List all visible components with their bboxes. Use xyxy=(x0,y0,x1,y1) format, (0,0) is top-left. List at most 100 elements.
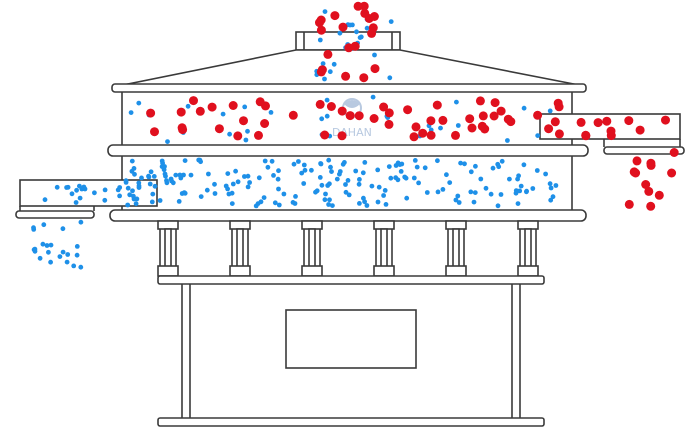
fine-particle xyxy=(185,103,191,109)
fine-particle xyxy=(31,225,36,231)
fine-particle xyxy=(74,252,80,258)
coarse-particle xyxy=(364,14,374,23)
fine-particle xyxy=(324,113,330,119)
coarse-particle xyxy=(644,186,654,196)
fine-particle xyxy=(507,176,512,182)
fine-particle xyxy=(123,178,129,184)
lower-frame xyxy=(15,156,587,222)
base-plate xyxy=(157,275,545,285)
fine-particle xyxy=(301,162,307,168)
fine-particle xyxy=(422,165,428,171)
coarse-particle xyxy=(544,124,554,134)
fine-particle xyxy=(212,181,217,187)
coarse-particle xyxy=(593,118,603,128)
coarse-particle xyxy=(350,41,360,51)
fine-particle xyxy=(139,175,144,181)
fine-particle xyxy=(102,187,108,193)
coarse-particles xyxy=(146,1,679,211)
fine-particle xyxy=(146,173,151,179)
fine-particle xyxy=(48,242,54,248)
coarse-particle xyxy=(550,117,560,127)
fine-particle xyxy=(548,185,554,191)
fine-particle xyxy=(386,164,392,170)
fine-particle xyxy=(220,111,226,117)
fine-particle xyxy=(317,37,323,43)
fine-particle xyxy=(343,189,349,195)
fine-particle xyxy=(376,184,382,190)
fine-particle xyxy=(42,197,48,203)
coarse-particle xyxy=(478,111,488,121)
fine-particle xyxy=(65,184,71,190)
fine-particle xyxy=(125,185,131,191)
fine-particle xyxy=(356,181,362,187)
coarse-particle xyxy=(354,111,364,121)
fine-particle xyxy=(150,191,156,197)
coarse-particle xyxy=(370,64,380,74)
coarse-particle xyxy=(353,1,363,11)
fine-particle xyxy=(364,25,370,31)
fine-particle xyxy=(524,189,529,195)
fine-particle xyxy=(181,190,187,196)
fine-particle xyxy=(256,175,262,181)
fine-particle xyxy=(440,187,446,192)
coarse-particle xyxy=(602,116,612,126)
fine-particle xyxy=(403,175,409,181)
fine-particle xyxy=(92,190,97,196)
fine-particle xyxy=(472,190,478,196)
fine-particle xyxy=(127,192,133,198)
coarse-particle xyxy=(581,131,591,141)
fine-particle xyxy=(357,177,362,182)
coarse-particle xyxy=(341,71,351,81)
fine-particle xyxy=(276,186,281,192)
coarse-particle xyxy=(635,125,645,135)
fine-particle xyxy=(60,226,66,232)
fine-particle xyxy=(412,158,418,163)
coarse-particle xyxy=(554,129,564,139)
fine-particle xyxy=(242,104,248,110)
fine-particle xyxy=(319,116,325,122)
fine-particle xyxy=(152,183,158,189)
fine-particle xyxy=(230,181,236,187)
fine-particle xyxy=(69,191,75,197)
fine-particle xyxy=(229,201,235,207)
fine-particle xyxy=(73,200,79,205)
fine-particle xyxy=(473,163,478,169)
fine-particle xyxy=(46,249,51,255)
fine-particle xyxy=(381,193,386,198)
fine-particle xyxy=(57,254,63,259)
fine-particle xyxy=(340,161,346,167)
coarse-particle xyxy=(465,114,475,124)
fine-particle xyxy=(393,163,399,168)
fine-particle xyxy=(319,182,325,188)
fine-particle xyxy=(164,180,170,186)
coarse-particle xyxy=(490,98,500,108)
fine-particle xyxy=(296,159,301,164)
motor-base xyxy=(157,284,545,427)
fine-particle xyxy=(117,185,123,190)
spring-leg xyxy=(301,220,323,277)
coarse-particle xyxy=(288,110,298,120)
fine-particle xyxy=(369,183,375,189)
coarse-particle xyxy=(667,168,677,178)
fine-particle xyxy=(302,167,308,173)
fine-particle xyxy=(337,30,343,36)
fine-particle xyxy=(276,202,282,208)
fine-particle xyxy=(320,61,326,66)
fine-particle xyxy=(495,161,501,167)
coarse-particle xyxy=(315,99,325,109)
fine-particle xyxy=(362,160,368,165)
fine-particle xyxy=(372,52,377,58)
fine-particle xyxy=(327,69,333,75)
fine-particle xyxy=(133,201,139,207)
fine-particle xyxy=(398,169,404,174)
coarse-particle xyxy=(384,119,394,129)
fine-particle xyxy=(117,193,122,199)
fine-particle xyxy=(65,252,71,257)
fine-particle xyxy=(147,181,153,187)
coarse-particle xyxy=(316,15,326,25)
fine-particle xyxy=(64,259,70,265)
fine-particle xyxy=(77,183,82,189)
spring-legs xyxy=(157,220,539,277)
fine-particle xyxy=(324,97,330,103)
fine-particle xyxy=(247,180,253,185)
